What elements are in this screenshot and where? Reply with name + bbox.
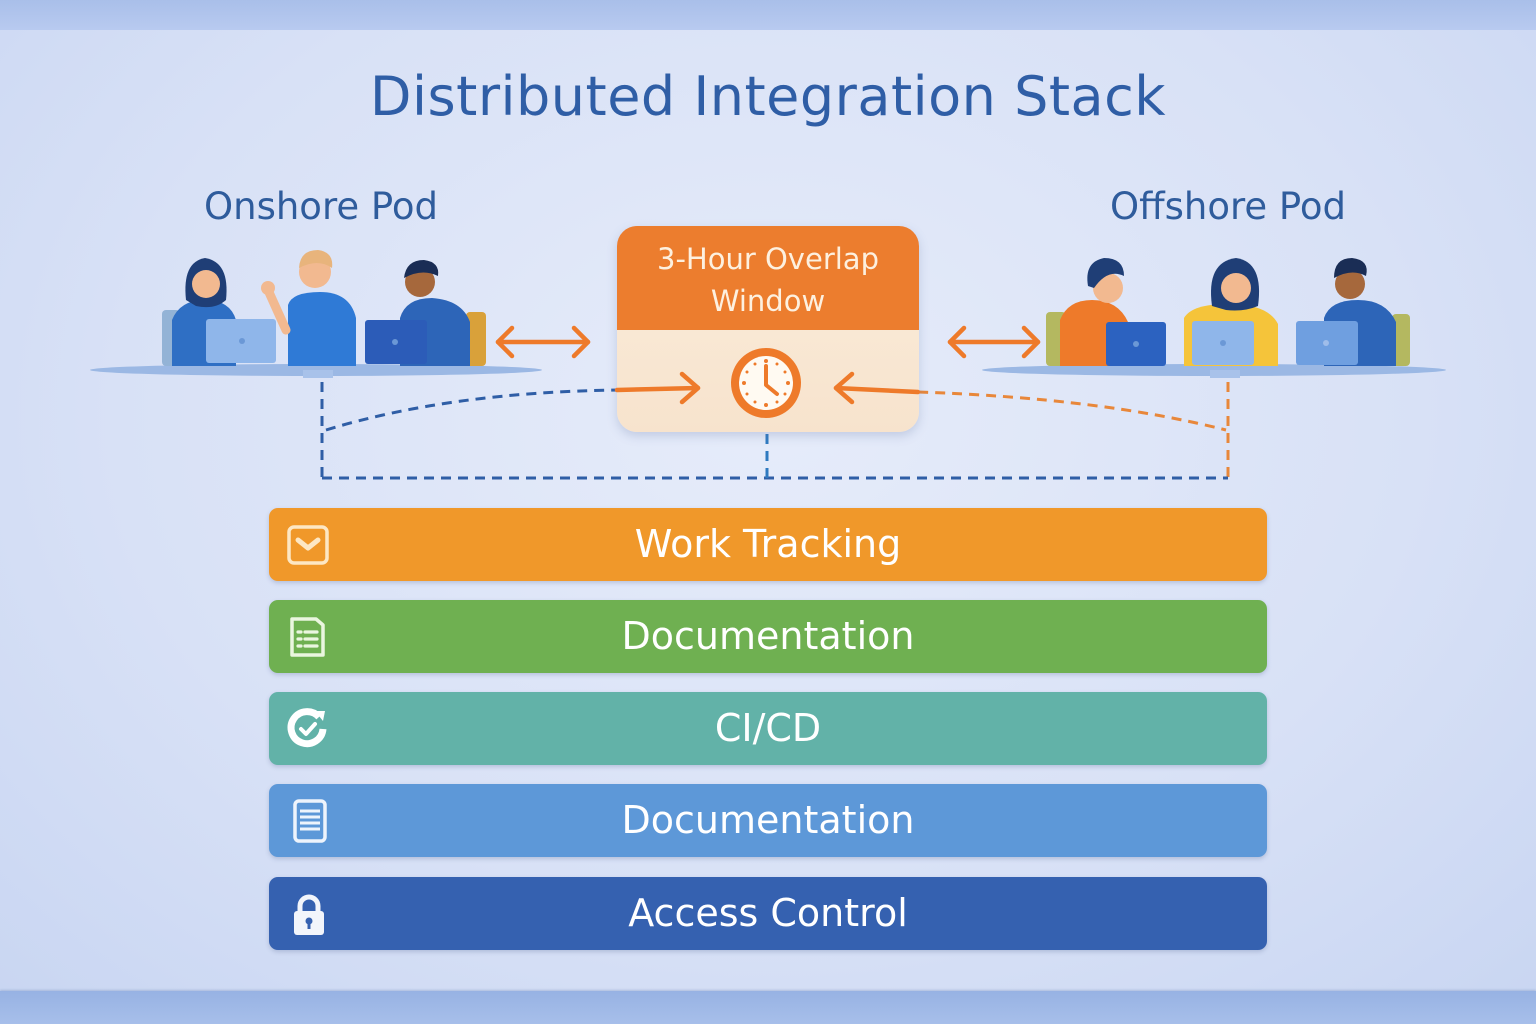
- stack-layer-work-tracking[interactable]: Work Tracking: [269, 508, 1267, 581]
- inbound-arrow-left: [614, 371, 701, 405]
- onshore-pod-label: Onshore Pod: [204, 185, 438, 228]
- top-band: [0, 0, 1536, 30]
- stack-layer-label: CI/CD: [714, 706, 822, 750]
- onshore-person-3: [365, 260, 486, 366]
- stack-layer-label: Access Control: [628, 891, 908, 935]
- stack-layer-documentation-secondary[interactable]: Documentation: [269, 784, 1267, 857]
- overlap-window-header: 3-Hour Overlap Window: [617, 226, 919, 330]
- stack-layer-label: Documentation: [621, 798, 915, 842]
- cycle-check-icon: [287, 708, 327, 748]
- bottom-band: [0, 991, 1536, 1024]
- document-icon: [293, 799, 327, 843]
- offshore-table-stand: [1210, 370, 1240, 378]
- overlap-window-title-line1: 3-Hour Overlap: [657, 242, 879, 276]
- offshore-person-2: [1184, 258, 1278, 366]
- stack-layer-access-control[interactable]: Access Control: [269, 877, 1267, 950]
- diagram-title: Distributed Integration Stack: [369, 65, 1167, 128]
- inbox-check-icon: [287, 525, 329, 565]
- offshore-overlap-double-arrow: [947, 325, 1041, 359]
- onshore-curve-line: [325, 388, 621, 432]
- stack-layer-label: Documentation: [621, 614, 915, 658]
- stack-layer-label: Work Tracking: [634, 522, 902, 566]
- stack-layer-ci-cd[interactable]: CI/CD: [269, 692, 1267, 765]
- offshore-person-3: [1296, 258, 1410, 366]
- stack-layer-documentation[interactable]: Documentation: [269, 600, 1267, 673]
- lock-icon: [294, 894, 324, 935]
- inbound-arrow-right: [833, 371, 921, 405]
- overlap-window-title-line2: Window: [710, 284, 826, 318]
- onshore-person-2: [261, 250, 356, 366]
- offshore-pod-label: Offshore Pod: [1110, 185, 1347, 228]
- onshore-overlap-double-arrow: [495, 325, 591, 359]
- onshore-table-stand: [303, 370, 333, 378]
- document-list-icon: [290, 617, 325, 657]
- offshore-person-1: [1046, 258, 1166, 366]
- clock-icon: [731, 348, 801, 418]
- offshore-curve-line: [917, 390, 1227, 432]
- onshore-person-1: [162, 258, 276, 366]
